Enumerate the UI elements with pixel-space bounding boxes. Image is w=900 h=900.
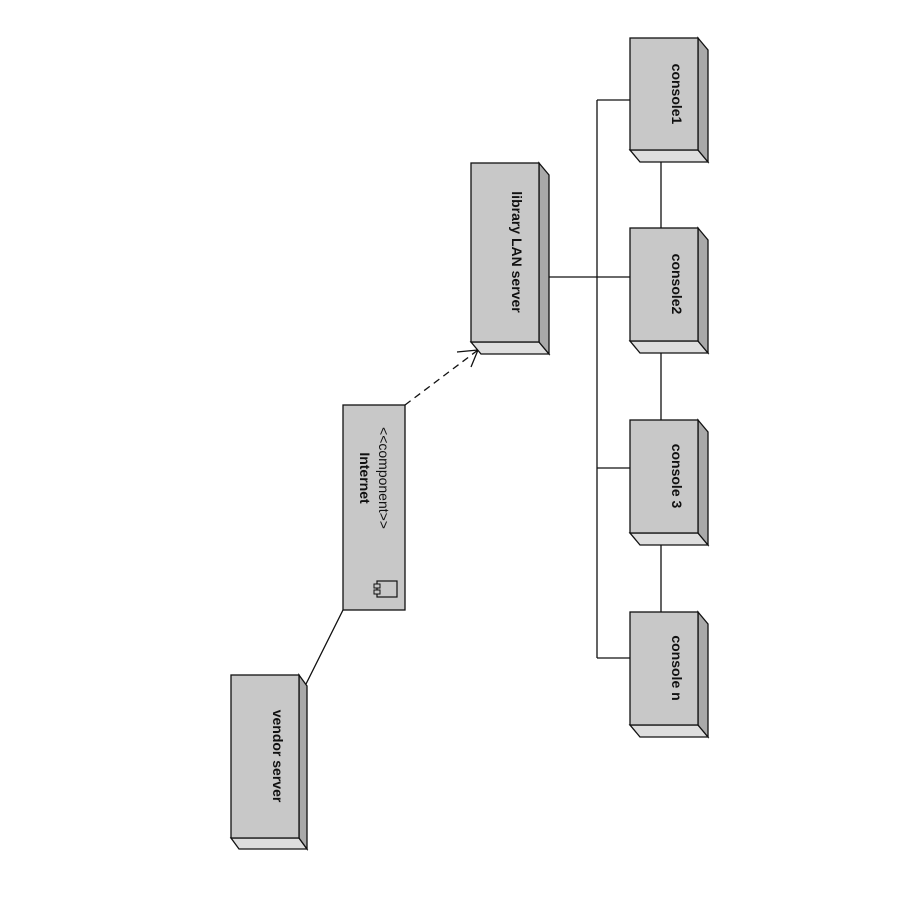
- node-label: console2: [669, 254, 685, 315]
- node-side-face: [697, 36, 709, 164]
- node-side-face: [697, 610, 709, 739]
- node-front-face: [230, 674, 300, 839]
- node-console1: console1: [628, 36, 710, 164]
- node-console3: console 3: [628, 418, 710, 547]
- node-front-face: [629, 611, 699, 726]
- node-side-face: [697, 226, 709, 355]
- node-label: console n: [669, 635, 685, 700]
- node-vendor-server: vendor server: [229, 673, 309, 851]
- node-top-face: [628, 149, 710, 163]
- component-label: Internet: [357, 452, 373, 504]
- component-internet: <<component>> Internet: [342, 404, 406, 611]
- node-top-face: [229, 837, 309, 850]
- node-front-face: [629, 37, 699, 151]
- node-console2: console2: [628, 226, 710, 355]
- edge-vendor-internet: [305, 609, 344, 685]
- node-label: vendor server: [270, 710, 286, 803]
- node-side-face: [298, 673, 308, 851]
- node-top-face: [628, 724, 710, 738]
- node-label: console1: [669, 64, 685, 125]
- node-side-face: [538, 161, 550, 356]
- node-front-face: [470, 162, 540, 343]
- node-top-face: [469, 341, 551, 355]
- component-box: [342, 404, 406, 611]
- edge-internet-library-dashed: [404, 349, 479, 406]
- node-top-face: [628, 340, 710, 354]
- node-console-n: console n: [628, 610, 710, 739]
- component-icon: [373, 580, 398, 598]
- node-side-face: [697, 418, 709, 547]
- node-top-face: [628, 532, 710, 546]
- node-label: library LAN server: [509, 191, 525, 313]
- node-front-face: [629, 227, 699, 342]
- component-stereotype: <<component>>: [376, 427, 392, 529]
- node-label: console 3: [669, 444, 685, 509]
- node-library-lan-server: library LAN server: [469, 161, 551, 356]
- node-front-face: [629, 419, 699, 534]
